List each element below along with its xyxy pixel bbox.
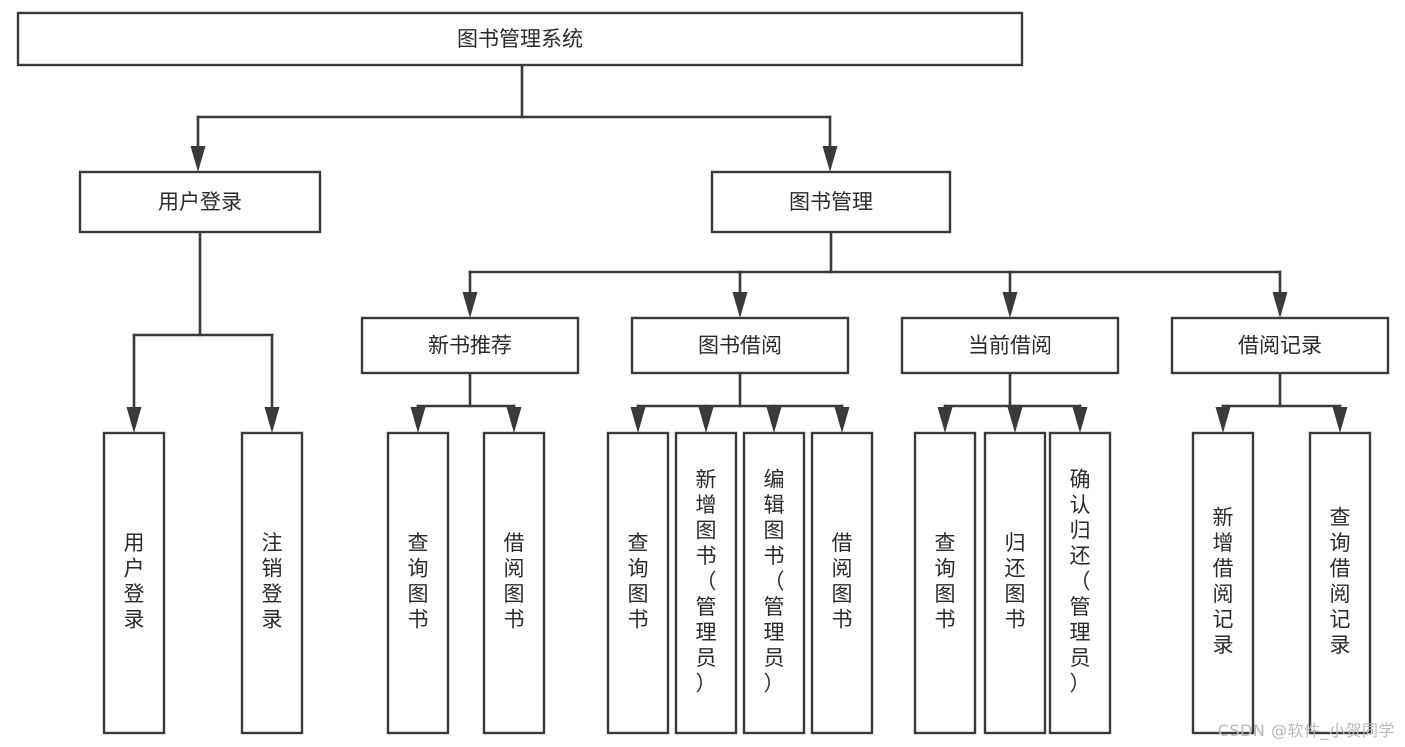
nodes-layer: 图书管理系统用户登录图书管理新书推荐图书借阅当前借阅借阅记录用户登录注销登录查询…: [16, 11, 1390, 735]
node-label: 用户登录: [124, 531, 145, 632]
node-label: 归还图书: [1005, 531, 1026, 632]
node-label: 确认归还（管理员）: [1070, 467, 1091, 695]
node-box: [1308, 431, 1372, 735]
node-label: 新增借阅记录: [1213, 506, 1234, 658]
node-leaf-edit-book[interactable]: 编辑图书（管理员）: [742, 431, 806, 735]
node-label: 新书推荐: [428, 334, 512, 358]
node-label: 新增图书（管理员）: [696, 467, 717, 695]
node-box: [360, 316, 580, 375]
node-borrow-record[interactable]: 借阅记录: [1170, 316, 1390, 375]
node-book-manage[interactable]: 图书管理: [710, 170, 952, 234]
connector-borrowrecord-to-leaves: [1215, 371, 1348, 433]
node-box: [1048, 431, 1112, 735]
node-label: 编辑图书（管理员）: [764, 467, 785, 695]
node-label: 当前借阅: [968, 334, 1052, 358]
node-leaf-logout[interactable]: 注销登录: [240, 431, 304, 735]
node-box: [240, 431, 304, 735]
connector-userlogin-to-leaves: [126, 230, 280, 433]
node-box: [1170, 316, 1390, 375]
node-box: [102, 431, 166, 735]
node-leaf-add-book[interactable]: 新增图书（管理员）: [674, 431, 738, 735]
node-leaf-borrow-book-1[interactable]: 借阅图书: [482, 431, 546, 735]
node-label: 查询图书: [628, 531, 649, 632]
node-label: 查询借阅记录: [1330, 506, 1351, 658]
node-leaf-query-book-1[interactable]: 查询图书: [386, 431, 450, 735]
node-label: 图书管理系统: [457, 27, 583, 51]
node-leaf-query-book-2[interactable]: 查询图书: [606, 431, 670, 735]
node-label: 查询图书: [935, 531, 956, 632]
connector-root-to-l1: [190, 63, 838, 172]
node-box: [606, 431, 670, 735]
node-leaf-return-book[interactable]: 归还图书: [983, 431, 1047, 735]
node-label: 借阅记录: [1238, 334, 1322, 358]
node-label: 借阅图书: [832, 531, 853, 632]
node-box: [913, 431, 977, 735]
node-label: 借阅图书: [504, 531, 525, 632]
node-leaf-query-book-3[interactable]: 查询图书: [913, 431, 977, 735]
node-box: [983, 431, 1047, 735]
node-leaf-confirm-return[interactable]: 确认归还（管理员）: [1048, 431, 1112, 735]
node-label: 图书借阅: [698, 334, 782, 358]
node-new-book-rec[interactable]: 新书推荐: [360, 316, 580, 375]
node-box: [674, 431, 738, 735]
connector-currentborrow-to-leaves: [937, 371, 1088, 433]
node-box: [1191, 431, 1255, 735]
node-label: 图书管理: [789, 190, 873, 214]
node-label: 查询图书: [408, 531, 429, 632]
edges-layer: [126, 63, 1348, 433]
node-box: [482, 431, 546, 735]
node-box: [742, 431, 806, 735]
node-box: [78, 170, 322, 234]
node-leaf-borrow-book-2[interactable]: 借阅图书: [810, 431, 874, 735]
node-leaf-query-record[interactable]: 查询借阅记录: [1308, 431, 1372, 735]
node-label: 用户登录: [158, 190, 242, 214]
node-box: [810, 431, 874, 735]
node-label: 注销登录: [262, 531, 283, 632]
csdn-watermark: CSDN @软件_小贺同学: [1217, 721, 1395, 740]
node-book-borrow[interactable]: 图书借阅: [630, 316, 850, 375]
node-box: [900, 316, 1120, 375]
node-user-login[interactable]: 用户登录: [78, 170, 322, 234]
node-box: [630, 316, 850, 375]
node-box: [16, 11, 1024, 67]
node-box: [710, 170, 952, 234]
connector-bookborrow-to-leaves: [630, 371, 850, 433]
node-current-borrow[interactable]: 当前借阅: [900, 316, 1120, 375]
node-box: [386, 431, 450, 735]
node-leaf-add-record[interactable]: 新增借阅记录: [1191, 431, 1255, 735]
connector-bookmanage-to-l2: [462, 230, 1288, 318]
connector-newbook-to-leaves: [410, 371, 522, 433]
node-leaf-user-login[interactable]: 用户登录: [102, 431, 166, 735]
node-root[interactable]: 图书管理系统: [16, 11, 1024, 67]
